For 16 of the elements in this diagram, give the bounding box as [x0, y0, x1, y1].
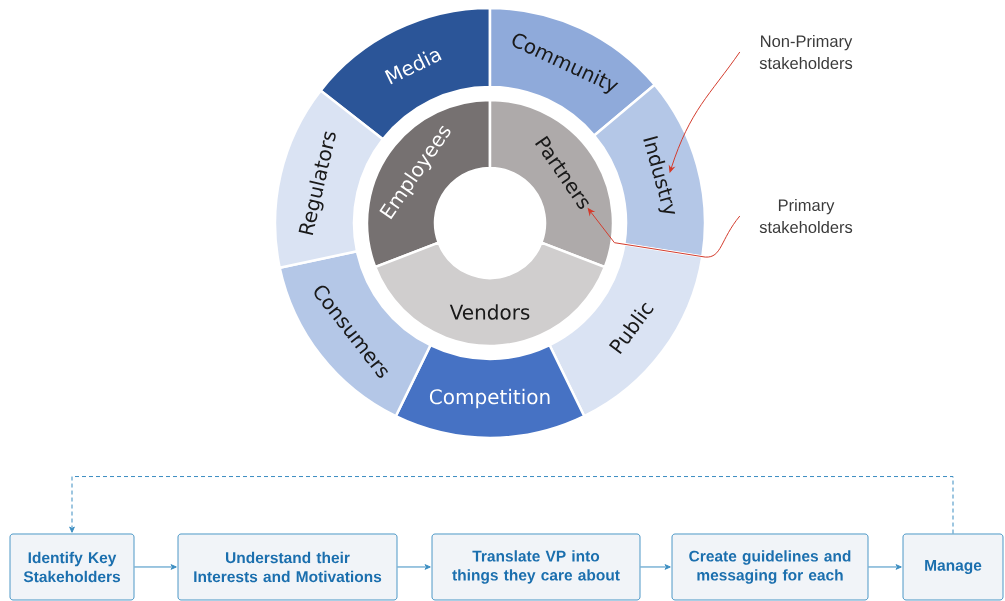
process-box: Identify Key Stakeholders: [9, 533, 135, 601]
process-box: Create guidelines and messaging for each: [671, 533, 869, 601]
process-box: Manage: [902, 533, 1004, 601]
process-box: Translate VP into things they care about: [431, 533, 641, 601]
annotation-text: Non-Primary stakeholders: [759, 34, 853, 70]
process-box: Understand their Interests and Motivations: [177, 533, 398, 601]
ring-segment: Competition: [394, 343, 586, 440]
annotation-text: Primary stakeholders: [759, 198, 853, 234]
arrow: [133, 564, 177, 570]
arrow: [69, 476, 954, 535]
arrow: [396, 564, 431, 570]
arrow: [668, 51, 741, 173]
arrow: [867, 564, 902, 570]
arrow: [587, 208, 741, 258]
arrow: [639, 564, 671, 570]
ring-segment: Vendors: [373, 241, 607, 348]
